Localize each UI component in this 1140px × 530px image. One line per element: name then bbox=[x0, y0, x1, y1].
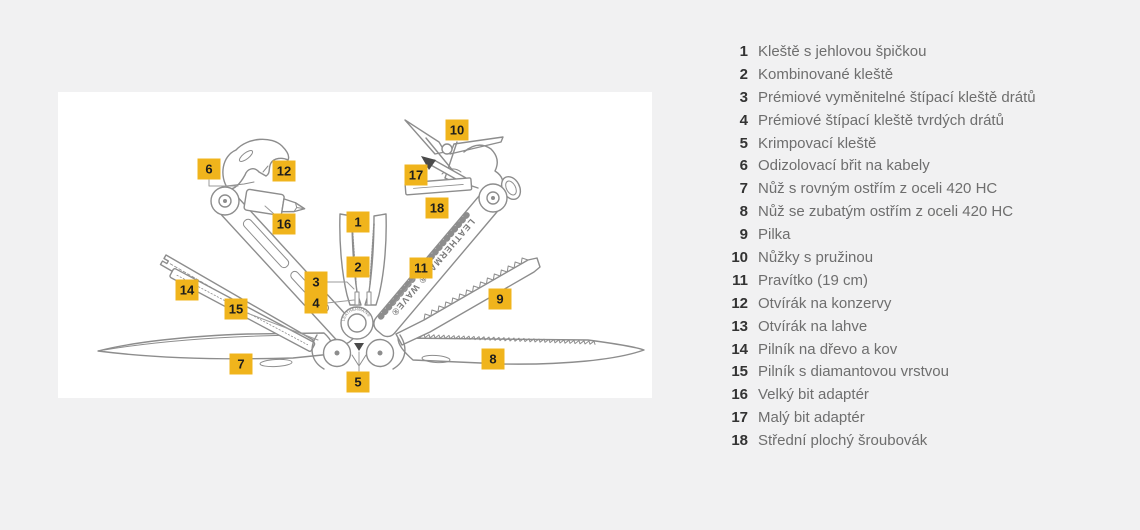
diagram-label-9: 9 bbox=[488, 288, 512, 310]
diagram-label-5: 5 bbox=[346, 371, 370, 393]
diagram-label-2: 2 bbox=[346, 256, 370, 278]
legend-item-18: 18 Střední plochý šroubovák bbox=[700, 429, 1130, 452]
legend-item-9: 9 Pilka bbox=[700, 223, 1130, 246]
legend-number: 18 bbox=[731, 432, 748, 450]
legend-number: 5 bbox=[739, 134, 748, 152]
left-pivot bbox=[210, 186, 240, 216]
legend-item-5: 5 Krimpovací kleště bbox=[700, 132, 1130, 155]
legend-number: 3 bbox=[739, 88, 748, 106]
legend-item-13: 13 Otvírák na lahve bbox=[700, 315, 1130, 338]
legend-text: Otvírák na konzervy bbox=[758, 294, 892, 312]
legend-item-8: 8 Nůž se zubatým ostřím z oceli 420 HC bbox=[700, 200, 1130, 223]
legend-number: 4 bbox=[739, 111, 748, 129]
legend-text: Pravítko (19 cm) bbox=[758, 271, 869, 289]
multitool-line-art: LEATHERMAN® WAVE® bbox=[97, 119, 645, 372]
legend-text: Pilník na dřevo a kov bbox=[758, 340, 898, 358]
legend-text: Pilka bbox=[758, 226, 791, 244]
diagram-label-10: 10 bbox=[445, 119, 469, 141]
legend-text: Střední plochý šroubovák bbox=[758, 432, 928, 450]
legend-number: 2 bbox=[739, 65, 748, 83]
pivot-ring: LEATHERMAN® bbox=[340, 306, 374, 340]
diagram-label-7: 7 bbox=[229, 353, 253, 375]
multitool-diagram-panel: LEATHERMAN® WAVE® bbox=[58, 92, 652, 398]
legend-text: Velký bit adaptér bbox=[758, 386, 869, 404]
legend-item-2: 2 Kombinované kleště bbox=[700, 63, 1130, 86]
legend-number: 6 bbox=[739, 157, 748, 175]
legend-list: 1 Kleště s jehlovou špičkou 2 Kombinované … bbox=[700, 40, 1130, 452]
diagram-label-14: 14 bbox=[175, 279, 199, 301]
legend-text: Malý bit adaptér bbox=[758, 409, 865, 427]
legend-number: 8 bbox=[739, 203, 748, 221]
legend-text: Kleště s jehlovou špičkou bbox=[758, 42, 927, 60]
legend-item-4: 4 Prémiové štípací kleště tvrdých drátů bbox=[700, 109, 1130, 132]
legend-number: 1 bbox=[739, 42, 748, 60]
diagram-label-1: 1 bbox=[346, 211, 370, 233]
legend-text: Krimpovací kleště bbox=[758, 134, 877, 152]
legend-number: 10 bbox=[731, 248, 748, 266]
handle-wheels bbox=[311, 334, 406, 370]
legend-item-6: 6 Odizolovací břit na kabely bbox=[700, 154, 1130, 177]
legend-number: 13 bbox=[731, 317, 748, 335]
legend-number: 11 bbox=[732, 271, 748, 289]
diagram-label-8: 8 bbox=[481, 348, 505, 370]
can-opener-hook bbox=[222, 138, 290, 190]
legend-number: 14 bbox=[731, 340, 748, 358]
legend-number: 7 bbox=[739, 180, 748, 198]
legend-text: Prémiové vyměnitelné štípací kleště drát… bbox=[758, 88, 1036, 106]
legend-number: 12 bbox=[731, 294, 748, 312]
leader-lines bbox=[208, 179, 416, 372]
diagram-label-6: 6 bbox=[197, 158, 221, 180]
legend-item-1: 1 Kleště s jehlovou špičkou bbox=[700, 40, 1130, 63]
legend-text: Nůž s rovným ostřím z oceli 420 HC bbox=[758, 180, 998, 198]
large-bit-adapter bbox=[243, 188, 306, 216]
legend-number: 15 bbox=[731, 363, 748, 381]
saw-tool bbox=[395, 257, 541, 346]
legend-text: Nůž se zubatým ostřím z oceli 420 HC bbox=[758, 203, 1014, 221]
diagram-label-4: 4 bbox=[304, 292, 328, 314]
legend-text: Otvírák na lahve bbox=[758, 317, 868, 335]
diagram-label-3: 3 bbox=[304, 271, 328, 293]
legend-item-7: 7 Nůž s rovným ostřím z oceli 420 HC bbox=[700, 177, 1130, 200]
diagram-label-12: 12 bbox=[272, 160, 296, 182]
legend-text: Odizolovací břit na kabely bbox=[758, 157, 930, 175]
legend-text: Kombinované kleště bbox=[758, 65, 894, 83]
diagram-label-15: 15 bbox=[224, 298, 248, 320]
legend-item-10: 10 Nůžky s pružinou bbox=[700, 246, 1130, 269]
legend-item-15: 15 Pilník s diamantovou vrstvou bbox=[700, 360, 1130, 383]
legend-item-17: 17 Malý bit adaptér bbox=[700, 406, 1130, 429]
diagram-label-18: 18 bbox=[425, 197, 449, 219]
legend-item-16: 16 Velký bit adaptér bbox=[700, 383, 1130, 406]
legend-item-3: 3 Prémiové vyměnitelné štípací kleště drá… bbox=[700, 86, 1130, 109]
serrated-blade bbox=[397, 333, 645, 365]
legend-text: Prémiové štípací kleště tvrdých drátů bbox=[758, 111, 1004, 129]
legend-number: 16 bbox=[731, 386, 748, 404]
legend-text: Nůžky s pružinou bbox=[758, 248, 874, 266]
legend-number: 17 bbox=[731, 409, 748, 427]
diagram-label-17: 17 bbox=[404, 164, 428, 186]
legend-item-11: 11 Pravítko (19 cm) bbox=[700, 269, 1130, 292]
diagram-label-11: 11 bbox=[409, 257, 433, 279]
legend-item-12: 12 Otvírák na konzervy bbox=[700, 292, 1130, 315]
legend-item-14: 14 Pilník na dřevo a kov bbox=[700, 338, 1130, 361]
legend-text: Pilník s diamantovou vrstvou bbox=[758, 363, 949, 381]
diagram-label-16: 16 bbox=[272, 213, 296, 235]
legend-number: 9 bbox=[739, 226, 748, 244]
right-head bbox=[463, 144, 522, 213]
